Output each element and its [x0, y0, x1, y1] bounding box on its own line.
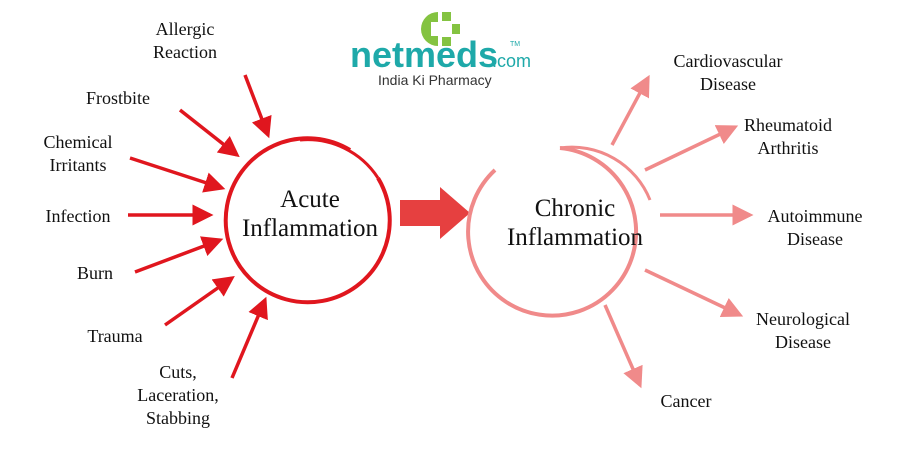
outcome-label: Disease [775, 332, 831, 352]
arrow-icon [134, 236, 224, 274]
outcome-label: Neurological [756, 309, 850, 329]
arrow-icon [230, 296, 268, 379]
progression-arrow-icon [400, 187, 470, 239]
outcome-label: Rheumatoid [744, 115, 832, 135]
arrow-icon [603, 304, 643, 389]
cause-label: Laceration, [137, 385, 218, 405]
outcome-label: Cardiovascular [674, 51, 783, 71]
cause-label: Chemical [44, 132, 113, 152]
logo-tagline: India Ki Pharmacy [378, 72, 492, 88]
outcome-label: Cancer [661, 391, 712, 411]
cause-item: Burn [77, 236, 224, 283]
cause-item: Infection [46, 204, 214, 226]
cause-label: Frostbite [86, 88, 150, 108]
outcome-label: Arthritis [758, 138, 819, 158]
logo-brand: netmeds [350, 34, 498, 75]
arrow-icon [644, 268, 744, 317]
arrow-icon [610, 74, 650, 146]
cause-item: Cuts, Laceration, Stabbing [137, 296, 268, 428]
cause-label: Cuts, [159, 362, 197, 382]
cause-label: Burn [77, 263, 113, 283]
acute-circle: Acute Inflammation [223, 136, 392, 305]
chronic-label-2: Inflammation [507, 224, 644, 251]
arrow-icon [129, 156, 226, 193]
outcome-label: Disease [787, 229, 843, 249]
outcome-label: Disease [700, 74, 756, 94]
cause-label: Allergic [156, 19, 215, 39]
arrow-icon [243, 74, 272, 139]
outcome-label: Autoimmune [768, 206, 863, 226]
cause-label: Stabbing [146, 408, 210, 428]
netmeds-logo: netmeds .com TM India Ki Pharmacy [350, 12, 531, 88]
cause-label: Trauma [87, 326, 142, 346]
cause-label: Infection [46, 206, 111, 226]
outcome-item: Cancer [603, 304, 712, 411]
chronic-circle: Chronic Inflammation [466, 145, 652, 318]
cause-item: Trauma [87, 275, 235, 346]
chronic-label-1: Chronic [535, 195, 616, 222]
acute-label-2: Inflammation [242, 215, 379, 242]
plus-logo-icon [421, 12, 460, 46]
acute-label-1: Acute [280, 186, 340, 213]
cause-item: Frostbite [86, 88, 240, 158]
cause-label: Irritants [50, 155, 107, 175]
arrow-icon [644, 125, 739, 172]
logo-tm: TM [510, 41, 520, 48]
logo-suffix: .com [492, 51, 531, 71]
arrow-icon [163, 275, 235, 327]
arrow-icon [178, 108, 240, 158]
cause-label: Reaction [153, 42, 217, 62]
